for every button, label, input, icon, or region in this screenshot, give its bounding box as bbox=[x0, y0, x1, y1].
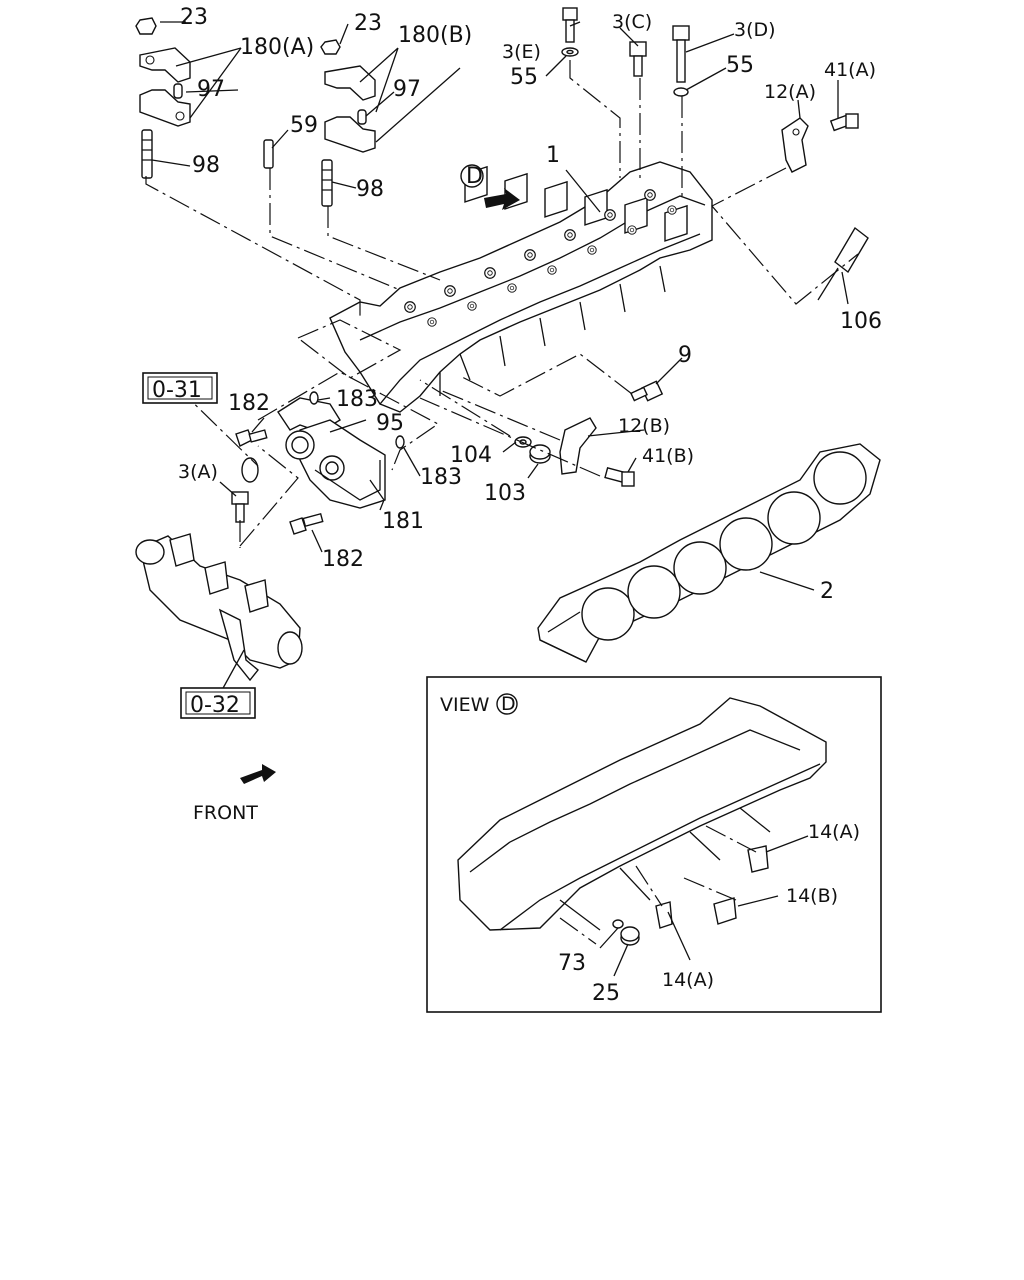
water-outlet-181 bbox=[277, 397, 386, 509]
label-59: 59 bbox=[290, 113, 318, 138]
leader-lines bbox=[145, 21, 859, 977]
label-3d: 3(D) bbox=[734, 19, 776, 41]
sensor-9 bbox=[630, 380, 664, 402]
bolt-3a bbox=[231, 491, 249, 523]
label-3c: 3(C) bbox=[612, 11, 652, 33]
label-55-right: 55 bbox=[726, 53, 754, 78]
ref-box-0-31-inner bbox=[147, 376, 213, 400]
label-103: 103 bbox=[484, 481, 526, 506]
front-arrow-icon bbox=[240, 764, 276, 784]
label-183-lower: 183 bbox=[420, 465, 462, 490]
bearing-cap-180a bbox=[135, 17, 191, 179]
view-d-marker-circle bbox=[460, 164, 484, 188]
label-41a: 41(A) bbox=[824, 59, 876, 81]
label-180a: 180(A) bbox=[240, 35, 314, 60]
label-73: 73 bbox=[558, 951, 586, 976]
label-98-right: 98 bbox=[356, 177, 384, 202]
label-14a-upper: 14(A) bbox=[808, 821, 860, 843]
bolt-182-upper bbox=[235, 429, 268, 447]
view-d-frame bbox=[426, 676, 882, 1013]
label-3e: 3(E) bbox=[502, 41, 541, 63]
cylinder-head-1 bbox=[329, 161, 713, 413]
label-106: 106 bbox=[840, 309, 882, 334]
label-23-left: 23 bbox=[180, 5, 208, 30]
ref-box-0-32 bbox=[180, 687, 256, 719]
label-1: 1 bbox=[546, 143, 560, 168]
label-97-left: 97 bbox=[197, 77, 225, 102]
o-ring-183 bbox=[309, 391, 405, 449]
view-d-title: VIEW bbox=[440, 694, 490, 716]
plug-103 bbox=[529, 444, 551, 464]
bolt-3c bbox=[629, 41, 647, 77]
label-25: 25 bbox=[592, 981, 620, 1006]
bolt-41a bbox=[829, 113, 859, 132]
label-55-left: 55 bbox=[510, 65, 538, 90]
bolt-41b bbox=[604, 466, 635, 487]
bearing-cap-180b bbox=[263, 39, 376, 207]
label-2: 2 bbox=[820, 579, 834, 604]
bolt-3e bbox=[561, 7, 579, 57]
ref-0-31-text: 0-31 bbox=[152, 378, 202, 403]
label-95: 95 bbox=[376, 411, 404, 436]
bolt-3d bbox=[672, 25, 690, 97]
label-14b: 14(B) bbox=[786, 885, 838, 907]
ref-box-0-31 bbox=[142, 372, 218, 404]
label-183-upper: 183 bbox=[336, 387, 378, 412]
d-marker-letter: D bbox=[466, 164, 483, 189]
label-97-right: 97 bbox=[393, 77, 421, 102]
label-182-upper: 182 bbox=[228, 391, 270, 416]
label-12b: 12(B) bbox=[618, 415, 670, 437]
label-12a: 12(A) bbox=[764, 81, 816, 103]
bracket-12b bbox=[559, 417, 597, 475]
label-9: 9 bbox=[678, 343, 692, 368]
label-180b: 180(B) bbox=[398, 23, 472, 48]
water-pipe-0-32 bbox=[135, 533, 303, 682]
label-182-lower: 182 bbox=[322, 547, 364, 572]
head-gasket-2 bbox=[537, 443, 881, 663]
front-label: FRONT bbox=[193, 802, 258, 824]
label-41b: 41(B) bbox=[642, 445, 694, 467]
ref-0-32-text: 0-32 bbox=[190, 693, 240, 718]
view-d-title-letter: D bbox=[501, 693, 516, 715]
bracket-12a bbox=[781, 117, 809, 173]
o-ring-0-31 bbox=[241, 457, 259, 483]
label-14a-lower: 14(A) bbox=[662, 969, 714, 991]
view-direction-arrow-icon bbox=[484, 188, 520, 210]
label-98-left: 98 bbox=[192, 153, 220, 178]
label-181: 181 bbox=[382, 509, 424, 534]
label-23-right: 23 bbox=[354, 11, 382, 36]
ref-box-0-32-inner bbox=[185, 691, 251, 715]
label-104: 104 bbox=[450, 443, 492, 468]
view-d-title-circle bbox=[496, 693, 518, 715]
bolt-182-lower bbox=[289, 512, 324, 535]
glow-plug-106 bbox=[817, 226, 869, 301]
view-d-inset bbox=[426, 676, 882, 1013]
label-3a: 3(A) bbox=[178, 461, 218, 483]
